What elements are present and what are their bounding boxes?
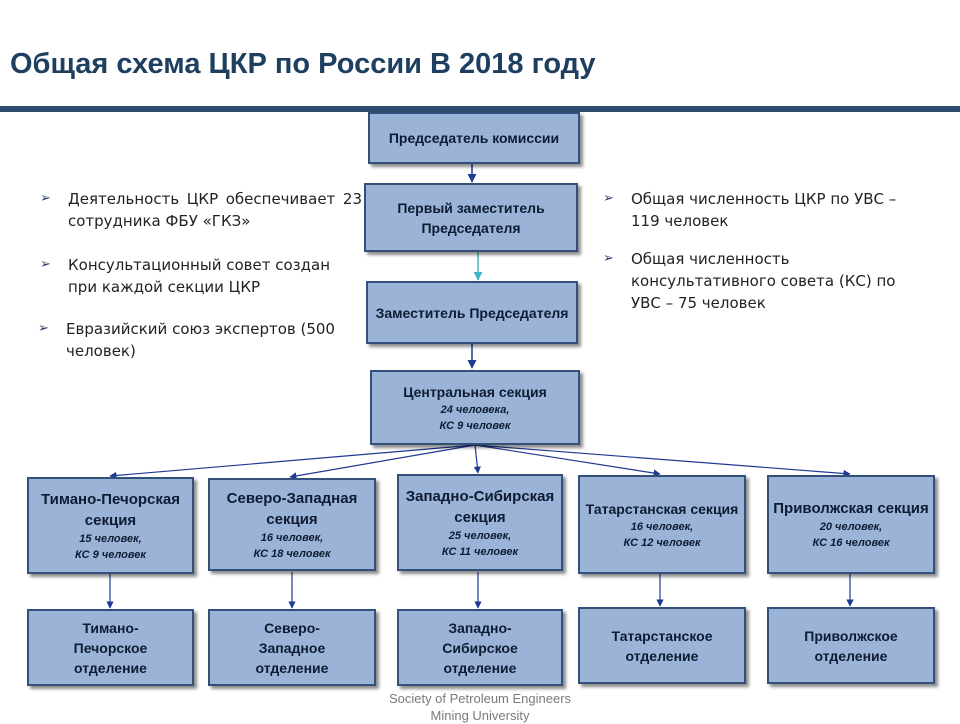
section-label: Тимано-Печорская секция [41, 490, 180, 529]
page-title: Общая схема ЦКР по России В 2018 году [10, 48, 596, 80]
section-box: Тимано-Печорская секция 15 человек, КС 9… [27, 477, 194, 574]
section-council: КС 11 человек [441, 545, 519, 558]
department-label: Тимано-Печорское отделение [73, 619, 148, 676]
arrow-bullet-icon: ➢ [38, 321, 49, 336]
section-council: КС 12 человек [623, 536, 701, 549]
section-council: КС 9 человек [75, 548, 146, 561]
department-box: Приволжское отделение [767, 607, 935, 684]
first-deputy-label: Первый заместитель Председателя [397, 199, 545, 236]
central-section-label: Центральная секция [403, 383, 547, 400]
department-label: Татарстанское отделение [611, 627, 713, 664]
section-staff: 25 человек, [448, 529, 512, 542]
arrow-bullet-icon: ➢ [603, 251, 614, 266]
department-box: Татарстанское отделение [578, 607, 746, 684]
central-section-box: Центральная секция 24 человека, КС 9 чел… [370, 370, 580, 445]
bullet-item: ➢ Общая численность консультативного сов… [603, 248, 923, 314]
connector-central-section-1 [109, 444, 476, 480]
section-label: Западно-Сибирская секция [405, 487, 555, 526]
department-label: Западно-Сибирское отделение [442, 619, 518, 676]
deputy-label: Заместитель Председателя [375, 304, 569, 321]
section-box: Приволжская секция 20 человек, КС 16 чел… [767, 475, 935, 574]
arrow-bullet-icon: ➢ [603, 191, 614, 206]
section-box: Северо-Западная секция 16 человек, КС 18… [208, 478, 376, 571]
central-section-council: КС 9 человек [439, 419, 511, 432]
connector-central-section-3 [473, 444, 481, 474]
section-council: КС 16 человек [812, 537, 890, 549]
title-rule [0, 106, 960, 112]
department-label: Северо-Западное отделение [255, 619, 329, 676]
arrow-bullet-icon: ➢ [40, 191, 51, 206]
section-staff: 16 человек, [260, 531, 324, 544]
section-staff: 16 человек, [630, 520, 694, 533]
deputy-box: Заместитель Председателя [366, 281, 578, 344]
chair-box: Председатель комиссии [368, 112, 580, 164]
connector-central-section-4 [474, 444, 661, 477]
bullet-text: Евразийский союз экспертов (500 человек) [66, 320, 335, 360]
footer: Society of Petroleum Engineers Mining Un… [340, 690, 620, 724]
connector-central-section-5 [474, 444, 851, 478]
section-box: Западно-Сибирская секция 25 человек, КС … [397, 474, 563, 571]
section-box: Татарстанская секция 16 человек, КС 12 ч… [578, 475, 746, 574]
bullet-item: ➢ Консультационный совет создан при кажд… [40, 254, 362, 298]
department-box: Тимано-Печорское отделение [27, 609, 194, 686]
bullet-text: Деятельность ЦКР обеспечивает 23 сотрудн… [68, 190, 362, 230]
chair-label: Председатель комиссии [388, 130, 560, 146]
section-staff: 20 человек, [819, 521, 883, 533]
central-section-staff: 24 человека, [440, 403, 510, 416]
bullet-text: Консультационный совет создан при каждой… [68, 256, 330, 296]
bullet-item: ➢ Деятельность ЦКР обеспечивает 23 сотру… [40, 188, 362, 232]
connector-central-section-2 [289, 444, 476, 480]
footer-line-2: Mining University [430, 708, 530, 723]
bullet-text: Общая численность консультативного совет… [631, 250, 896, 312]
section-label: Северо-Западная секция [226, 489, 358, 528]
bullet-item: ➢ Общая численность ЦКР по УВС – 119 чел… [603, 188, 923, 232]
department-box: Западно-Сибирское отделение [397, 609, 563, 686]
bullet-text: Общая численность ЦКР по УВС – 119 челов… [631, 190, 897, 230]
first-deputy-box: Первый заместитель Председателя [364, 183, 578, 252]
bullet-item: ➢ Евразийский союз экспертов (500 челове… [38, 318, 360, 362]
section-staff: 15 человек, [79, 532, 142, 545]
department-label: Приволжское отделение [804, 627, 898, 664]
section-council: КС 18 человек [253, 547, 331, 560]
section-label: Татарстанская секция [585, 500, 739, 517]
department-box: Северо-Западное отделение [208, 609, 376, 686]
footer-line-1: Society of Petroleum Engineers [388, 691, 572, 706]
arrow-bullet-icon: ➢ [40, 257, 51, 272]
section-label: Приволжская секция [773, 500, 929, 517]
